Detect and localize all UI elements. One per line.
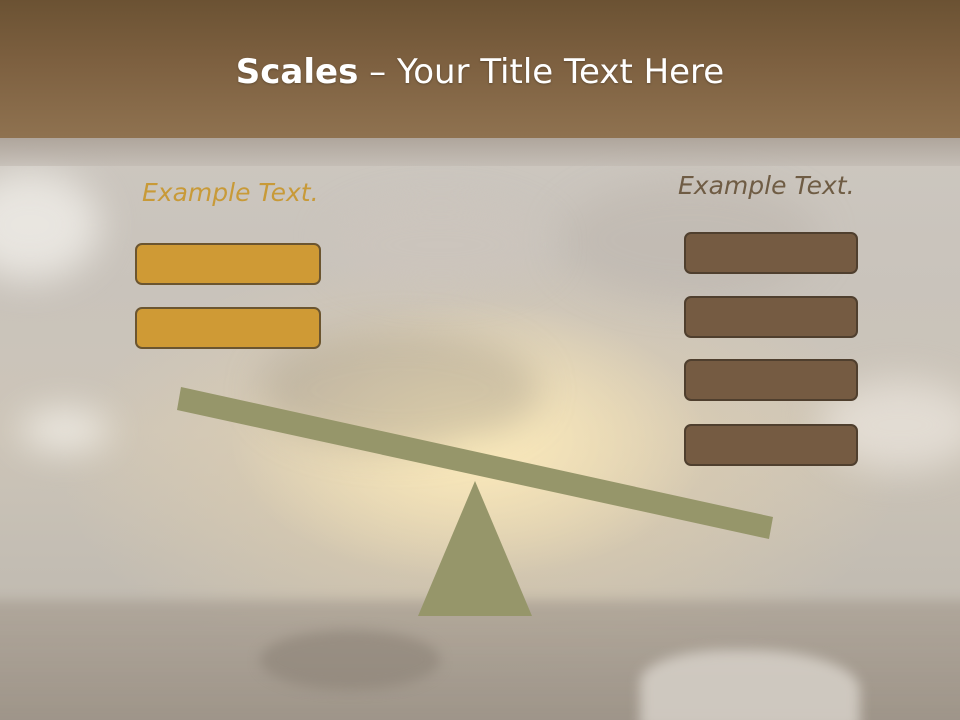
left-example-label[interactable]: Example Text. bbox=[142, 178, 319, 207]
background-cloud bbox=[20, 410, 110, 450]
title-regular-part: – Your Title Text Here bbox=[358, 52, 725, 92]
background-rocks bbox=[260, 630, 440, 690]
right-weight-box-2[interactable] bbox=[684, 296, 858, 338]
background-cloud bbox=[330, 200, 550, 290]
left-weight-box-2[interactable] bbox=[135, 307, 321, 349]
right-weight-box-3[interactable] bbox=[684, 359, 858, 401]
left-weight-box-1[interactable] bbox=[135, 243, 321, 285]
seesaw-beam[interactable] bbox=[177, 387, 773, 539]
background-rocks bbox=[640, 650, 860, 720]
header-divider-band bbox=[0, 138, 960, 166]
title-header-bar bbox=[0, 0, 960, 138]
right-example-label[interactable]: Example Text. bbox=[678, 171, 855, 200]
title-bold-part: Scales bbox=[235, 52, 359, 92]
right-weight-box-1[interactable] bbox=[684, 232, 858, 274]
slide-title[interactable]: Scales – Your Title Text Here bbox=[0, 52, 960, 92]
seesaw-fulcrum[interactable] bbox=[418, 481, 532, 616]
right-weight-box-4[interactable] bbox=[684, 424, 858, 466]
